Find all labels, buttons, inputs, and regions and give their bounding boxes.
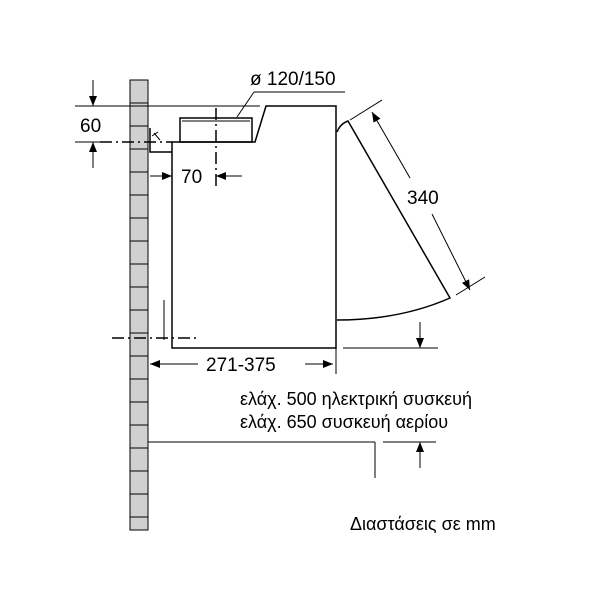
wall-brick xyxy=(129,263,149,288)
dim-min-height: ελάχ. 500 ηλεκτρική συσκευή ελάχ. 650 συ… xyxy=(148,322,472,478)
wall-brick xyxy=(129,240,149,265)
dim-depth-label: 271-375 xyxy=(206,355,276,376)
dim-70: 70 xyxy=(150,167,242,188)
wall-brick xyxy=(129,79,149,104)
wall-brick xyxy=(129,401,149,426)
wall-brick xyxy=(129,424,149,449)
wall-brick xyxy=(129,493,149,518)
wall-brick xyxy=(129,286,149,311)
wall-brick xyxy=(129,309,149,334)
wall-bracket xyxy=(149,128,172,153)
wall-brick xyxy=(129,217,149,242)
min-electric-label: ελάχ. 500 ηλεκτρική συσκευή xyxy=(240,389,472,409)
wall-brick xyxy=(129,470,149,495)
dim-depth: 271-375 xyxy=(150,348,337,376)
wall-brick xyxy=(129,125,149,150)
units-note: Διαστάσεις σε mm xyxy=(350,514,496,534)
wall-brick xyxy=(129,447,149,472)
dim-60: 60 xyxy=(75,80,260,168)
dim-60-label: 60 xyxy=(80,116,101,137)
dim-340-label: 340 xyxy=(407,188,439,209)
dim-diameter: ø 120/150 xyxy=(236,69,345,118)
duct-diameter-label: ø 120/150 xyxy=(250,69,336,90)
visor xyxy=(336,120,452,321)
wall xyxy=(129,79,149,531)
center-lines xyxy=(100,108,217,340)
wall-brick xyxy=(129,378,149,403)
dim-340: 340 xyxy=(349,99,486,296)
min-gas-label: ελάχ. 650 συσκευή αερίου xyxy=(240,412,448,432)
wall-brick xyxy=(129,516,149,531)
wall-brick xyxy=(129,355,149,380)
dim-70-label: 70 xyxy=(181,167,202,188)
wall-brick xyxy=(129,194,149,219)
wall-brick xyxy=(129,148,149,173)
wall-brick xyxy=(129,171,149,196)
hood-body xyxy=(149,105,337,349)
wall-brick xyxy=(129,332,149,357)
